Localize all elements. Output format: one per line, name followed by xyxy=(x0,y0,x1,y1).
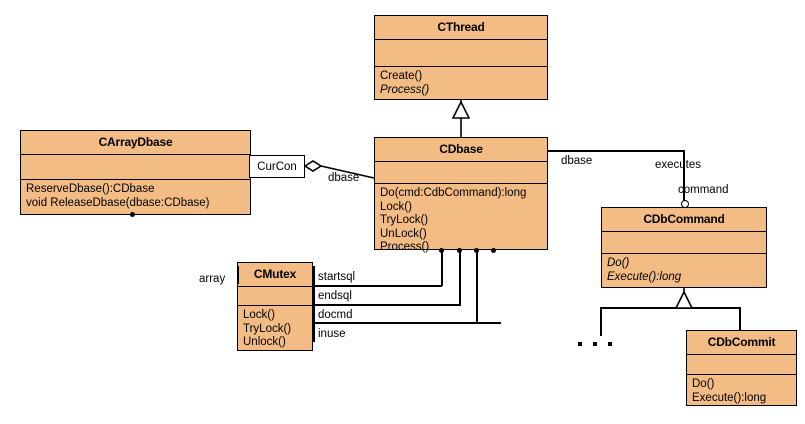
connector-startsql-vertical xyxy=(441,250,443,286)
class-name-cdbcommand: CDbCommand xyxy=(602,208,766,232)
connector-docmd-horizontal xyxy=(313,322,501,324)
class-name-cdbase: CDbase xyxy=(375,138,547,162)
multiplicity-dot-endsql xyxy=(457,248,462,253)
class-operations-carraydbase: ReserveDbase():CDbase void ReleaseDbase(… xyxy=(21,180,250,213)
operation-item: Do(cmd:CdbCommand):long xyxy=(380,187,527,199)
class-attributes-carraydbase xyxy=(21,155,250,180)
operation-item: Process() xyxy=(380,241,430,253)
class-name-cthread: CThread xyxy=(375,16,547,40)
operation-item: Execute():long xyxy=(607,270,682,283)
connector-endsql-horizontal xyxy=(313,304,460,306)
association-label-dbase-left: dbase xyxy=(328,172,360,184)
class-box-cdbcommit[interactable]: CDbCommit Do() Execute():long xyxy=(686,330,797,406)
operation-item: Do() xyxy=(692,378,715,390)
operation-item: Execute():long xyxy=(692,391,767,404)
class-attributes-cthread xyxy=(375,40,547,67)
connector-cdbase-cdbcommand-horizontal xyxy=(548,150,684,152)
multiplicity-dot-inuse xyxy=(491,248,496,253)
class-attributes-cdbcommit xyxy=(687,355,796,375)
association-end-circle-command xyxy=(681,200,689,208)
operation-item: Create() xyxy=(380,70,423,82)
class-operations-cmutex: Lock() TryLock() Unlock() xyxy=(238,306,312,353)
generalization-branch-cdbcommit xyxy=(739,307,741,330)
multiplicity-dot-docmd xyxy=(474,248,479,253)
association-label-endsql: endsql xyxy=(318,290,352,302)
association-label-executes: executes xyxy=(655,159,702,171)
role-box-curcon[interactable]: CurCon xyxy=(249,155,305,178)
operation-item: void ReleaseDbase(dbase:CDbase) xyxy=(26,196,210,209)
connector-cmutex-right-rail xyxy=(313,266,315,342)
multiplicity-dot-startsql xyxy=(439,248,444,253)
class-box-carraydbase[interactable]: CArrayDbase ReserveDbase():CDbase void R… xyxy=(20,130,251,215)
class-operations-cthread: Create() Process() xyxy=(375,67,547,100)
operation-item: Lock() xyxy=(380,200,412,213)
operation-item: ReserveDbase():CDbase xyxy=(26,183,155,195)
association-label-startsql: startsql xyxy=(318,271,356,283)
class-attributes-cmutex xyxy=(238,287,312,306)
connector-cmutex-left-rail xyxy=(237,266,239,284)
class-box-cmutex[interactable]: CMutex Lock() TryLock() Unlock() xyxy=(237,262,313,351)
connector-cdbase-cdbcommand-vertical xyxy=(683,150,685,203)
role-label-curcon: CurCon xyxy=(257,160,297,173)
ellipsis-dot xyxy=(593,342,597,346)
association-label-command: command xyxy=(678,184,729,196)
association-label-array: array xyxy=(199,273,226,285)
operation-item: Process() xyxy=(380,83,430,96)
class-box-cdbcommand[interactable]: CDbCommand Do() Execute():long xyxy=(601,207,767,288)
operation-item: UnLock() xyxy=(380,227,427,240)
class-name-carraydbase: CArrayDbase xyxy=(21,131,250,155)
generalization-fork-bar xyxy=(600,307,740,309)
class-box-cdbase[interactable]: CDbase Do(cmd:CdbCommand):long Lock() Tr… xyxy=(374,137,548,253)
association-label-inuse: inuse xyxy=(318,328,346,340)
operation-item: Do() xyxy=(607,257,630,269)
operation-item: Unlock() xyxy=(243,336,286,348)
class-box-cthread[interactable]: CThread Create() Process() xyxy=(374,15,548,100)
class-attributes-cdbase xyxy=(375,162,547,184)
multiplicity-dot-carraydbase xyxy=(130,212,135,217)
operation-item: Lock() xyxy=(243,309,275,321)
generalization-branch-ellipsis xyxy=(600,307,602,336)
association-label-dbase-right: dbase xyxy=(561,155,593,167)
operation-item: TryLock() xyxy=(243,322,292,335)
connector-startsql-horizontal xyxy=(313,285,442,287)
connector-docmd-vertical xyxy=(476,250,478,323)
class-operations-cdbcommand: Do() Execute():long xyxy=(602,254,766,287)
connector-endsql-vertical xyxy=(459,250,461,306)
ellipsis-dot xyxy=(608,342,612,346)
class-operations-cdbase: Do(cmd:CdbCommand):long Lock() TryLock()… xyxy=(375,184,547,258)
class-name-cdbcommit: CDbCommit xyxy=(687,331,796,355)
class-attributes-cdbcommand xyxy=(602,232,766,254)
class-operations-cdbcommit: Do() Execute():long xyxy=(687,375,796,408)
association-label-docmd: docmd xyxy=(318,309,353,321)
class-name-cmutex: CMutex xyxy=(238,263,312,287)
ellipsis-dot xyxy=(578,342,582,346)
operation-item: TryLock() xyxy=(380,214,429,226)
